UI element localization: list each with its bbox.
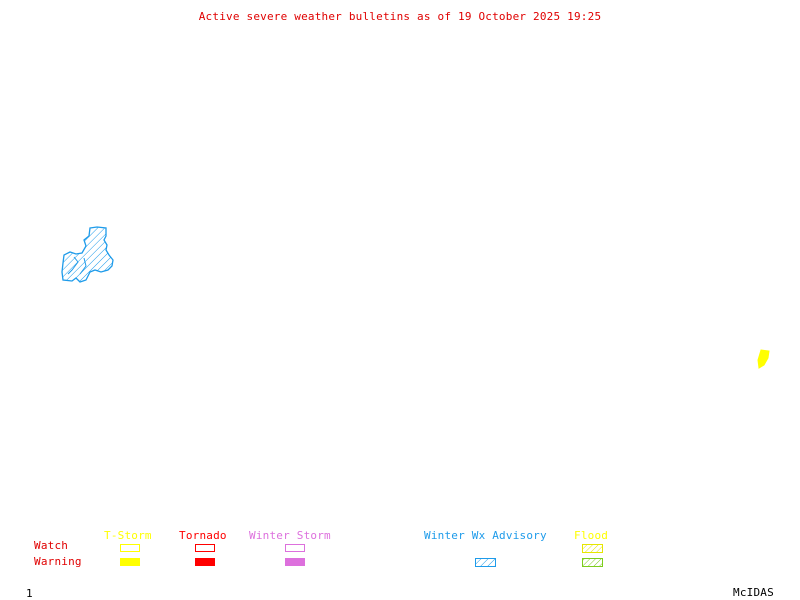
county-border — [67, 256, 87, 275]
bulletin-title: Active severe weather bulletins as of 19… — [198, 10, 602, 23]
tstorm-watch-swatch — [120, 544, 140, 552]
winter-wx-advisory-warning-swatch — [475, 558, 496, 567]
advisory-polygon — [61, 226, 114, 283]
winter-storm-watch-swatch — [285, 544, 305, 552]
legend-tornado-label: Tornado — [179, 529, 227, 542]
legend-winter-wx-advisory-label: Winter Wx Advisory — [424, 529, 547, 542]
mcidas-brand: McIDAS — [733, 586, 774, 599]
legend-warning-label: Warning — [34, 555, 82, 568]
winter-storm-warning-swatch — [285, 558, 305, 566]
flood-watch-swatch — [582, 544, 603, 553]
legend-watch-label: Watch — [34, 539, 69, 552]
flood-warning-swatch — [582, 558, 603, 567]
legend-flood-label: Flood — [574, 529, 609, 542]
tstorm-warning-area — [757, 349, 770, 369]
winter-wx-advisory-area — [61, 226, 114, 283]
frame-number: 1 — [26, 587, 33, 600]
tstorm-warning-swatch — [120, 558, 140, 566]
tornado-watch-swatch — [195, 544, 215, 552]
legend-tstorm-label: T-Storm — [104, 529, 152, 542]
legend-winter-storm-label: Winter Storm — [249, 529, 331, 542]
tornado-warning-swatch — [195, 558, 215, 566]
